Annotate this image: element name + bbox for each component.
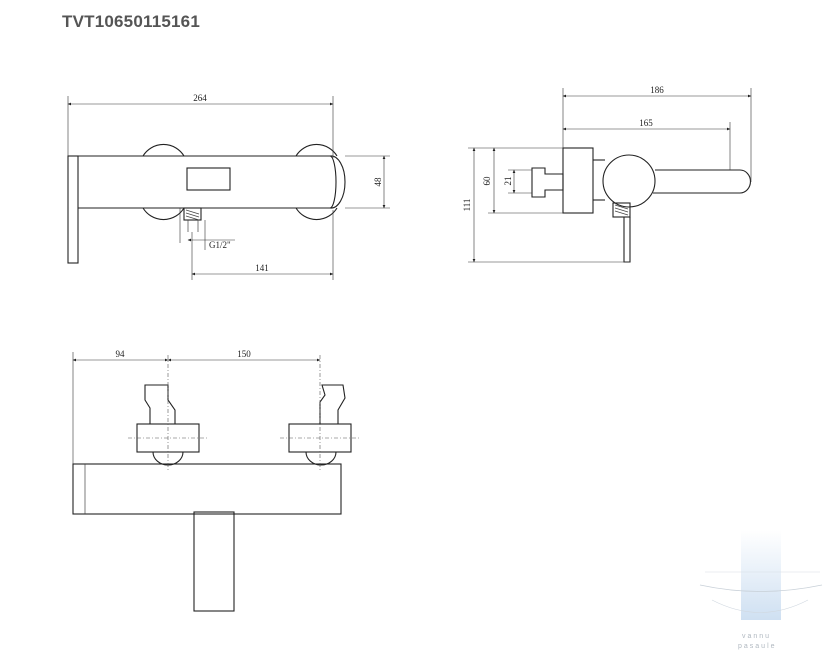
top-right-lever	[319, 384, 346, 424]
front-display-window	[186, 167, 231, 191]
brand-watermark: vannu pasaule	[699, 530, 823, 650]
watermark-logo-column	[741, 530, 781, 620]
watermark-logo-arc	[711, 599, 809, 613]
side-wall-plate	[562, 147, 594, 214]
dim-width-264: 264	[193, 93, 207, 103]
watermark-logo-curve	[699, 584, 823, 592]
front-left-handle-top	[142, 144, 185, 157]
side-outlet-thread	[614, 204, 629, 216]
side-view: 186 165 111 60 21	[462, 85, 752, 263]
dim-depth-inner-165: 165	[639, 118, 653, 128]
front-right-handle-bottom	[295, 207, 338, 220]
dim-depth-186: 186	[650, 85, 664, 95]
side-handle-knob	[602, 154, 656, 208]
dim-spacing-150: 150	[237, 349, 251, 359]
front-left-handle-bottom	[142, 207, 185, 220]
front-right-handle-top	[295, 144, 338, 157]
dim-height-48: 48	[373, 177, 383, 187]
top-left-lever	[144, 384, 176, 424]
dim-height-60: 60	[482, 176, 492, 186]
front-view: 264 48 G1/2" 141	[67, 93, 390, 280]
front-outlet-thread	[185, 209, 200, 221]
front-outlet-stub	[187, 220, 199, 232]
dim-total-height-111: 111	[462, 199, 472, 212]
watermark-text-line2: pasaule	[738, 643, 777, 650]
side-outlet-pipe	[623, 217, 631, 263]
dim-small-21: 21	[503, 177, 513, 186]
dim-left-offset-94: 94	[116, 349, 126, 359]
front-body	[78, 155, 337, 209]
dim-outlet-141: 141	[255, 263, 269, 273]
front-outlet-nut	[183, 207, 202, 221]
side-connector	[531, 167, 564, 198]
top-right-neck	[305, 451, 337, 466]
side-lever	[653, 169, 751, 194]
watermark-text-line1: vannu	[742, 633, 771, 640]
side-outlet-nut	[612, 202, 631, 218]
dim-thread-g12: G1/2"	[209, 240, 231, 250]
top-view: 94 150	[72, 349, 360, 612]
front-wall-plate	[67, 155, 79, 264]
front-body-end	[329, 155, 346, 209]
top-body-bar	[72, 463, 342, 515]
top-outlet-column	[193, 511, 235, 612]
product-code-title: TVT10650115161	[62, 12, 200, 31]
